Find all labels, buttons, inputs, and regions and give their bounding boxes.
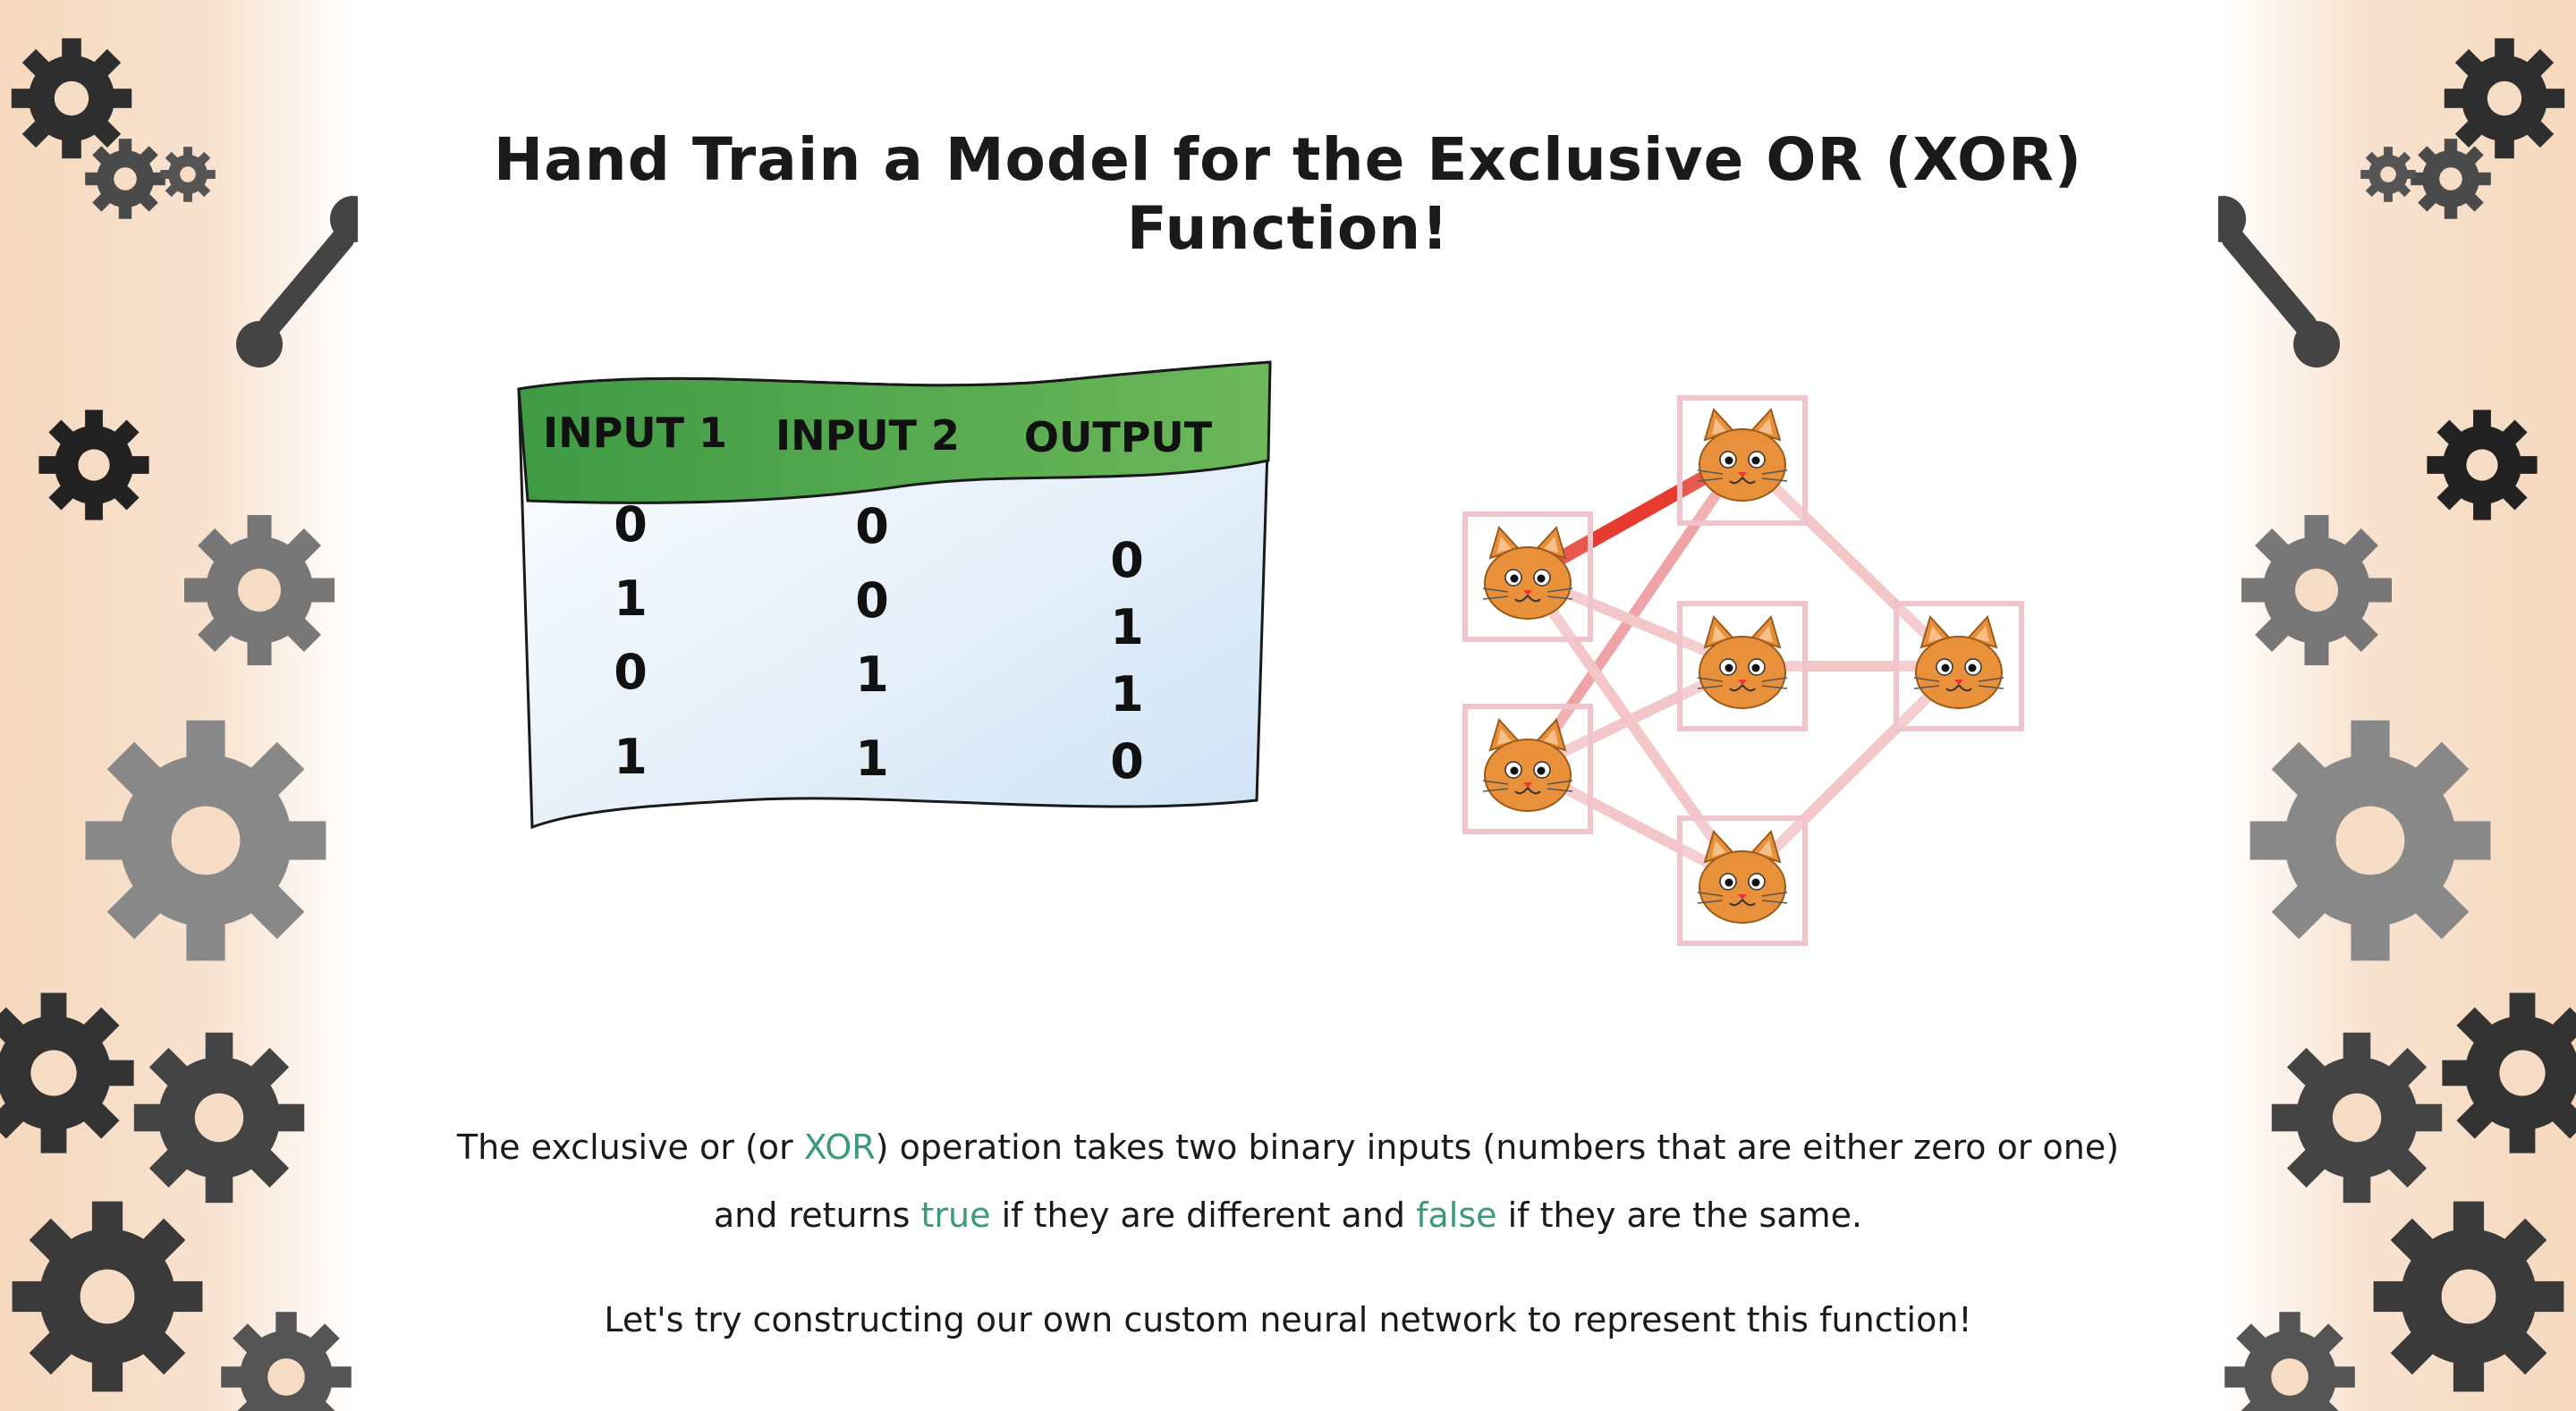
term-false: false: [1416, 1196, 1497, 1235]
cell: 0: [855, 572, 889, 629]
xor-truth-table: INPUT 1 INPUT 2 OUTPUT 0 0 0 1 0 1 0 1 1…: [510, 353, 1288, 863]
gear-icon: [2271, 1032, 2443, 1204]
gear-icon: [2241, 515, 2392, 665]
cell: 1: [1110, 599, 1144, 655]
cell: 0: [614, 496, 648, 553]
left-decoration: [0, 0, 358, 1411]
cell: 0: [1110, 532, 1144, 588]
gear-icon: [2444, 38, 2565, 159]
header-input2: INPUT 2: [775, 411, 960, 460]
page-title: Hand Train a Model for the Exclusive OR …: [493, 125, 2083, 263]
edge: [1737, 451, 1964, 672]
edge: [1522, 451, 1748, 774]
gear-icon: [2373, 1201, 2564, 1392]
gear-icon: [12, 1201, 203, 1392]
cell: 1: [855, 731, 889, 787]
gear-icon: [2411, 139, 2491, 219]
gear-icon: [0, 993, 134, 1153]
cell: 0: [855, 498, 889, 554]
cell: 1: [855, 646, 889, 703]
gear-icon: [2224, 1312, 2355, 1411]
cell: 1: [614, 729, 648, 785]
gear-icon: [85, 139, 165, 219]
cell: 0: [614, 644, 648, 700]
gear-icon: [2442, 993, 2576, 1153]
edge: [1522, 571, 1748, 886]
wrench-icon: [2218, 196, 2340, 368]
truth-table-banner: INPUT 1 INPUT 2 OUTPUT 0 0 0 1 0 1 0 1 1…: [517, 360, 1272, 830]
right-decoration: [2218, 0, 2576, 1411]
gear-icon: [38, 410, 149, 520]
term-true: true: [920, 1196, 991, 1235]
gears-left: [0, 38, 358, 1411]
gear-icon: [2427, 410, 2538, 520]
network-graph: [1462, 395, 2024, 946]
call-to-action: Let's try constructing our own custom ne…: [604, 1300, 1972, 1339]
gear-icon: [2360, 147, 2416, 202]
term-xor: XOR: [803, 1128, 876, 1167]
gear-icon: [133, 1032, 305, 1204]
cell: 0: [1110, 733, 1144, 790]
description-line-2: and returns true if they are different a…: [713, 1196, 1863, 1235]
description-line-1: The exclusive or (or XOR) operation take…: [456, 1128, 2120, 1167]
header-input1: INPUT 1: [543, 409, 727, 457]
cell: 1: [614, 570, 648, 627]
gear-icon: [221, 1312, 352, 1411]
gears-right: [2218, 38, 2576, 1411]
neural-network-diagram: [1449, 384, 2039, 966]
gear-icon: [184, 515, 335, 665]
header-output: OUTPUT: [1024, 413, 1213, 461]
wrench-icon: [236, 196, 358, 368]
edge: [1737, 661, 1964, 886]
gear-icon: [11, 38, 132, 159]
xor-description: The exclusive or (or XOR) operation take…: [358, 1113, 2218, 1249]
cell: 1: [1110, 666, 1144, 722]
gear-icon: [2250, 720, 2491, 961]
gear-icon: [85, 720, 326, 961]
gear-icon: [160, 147, 216, 202]
